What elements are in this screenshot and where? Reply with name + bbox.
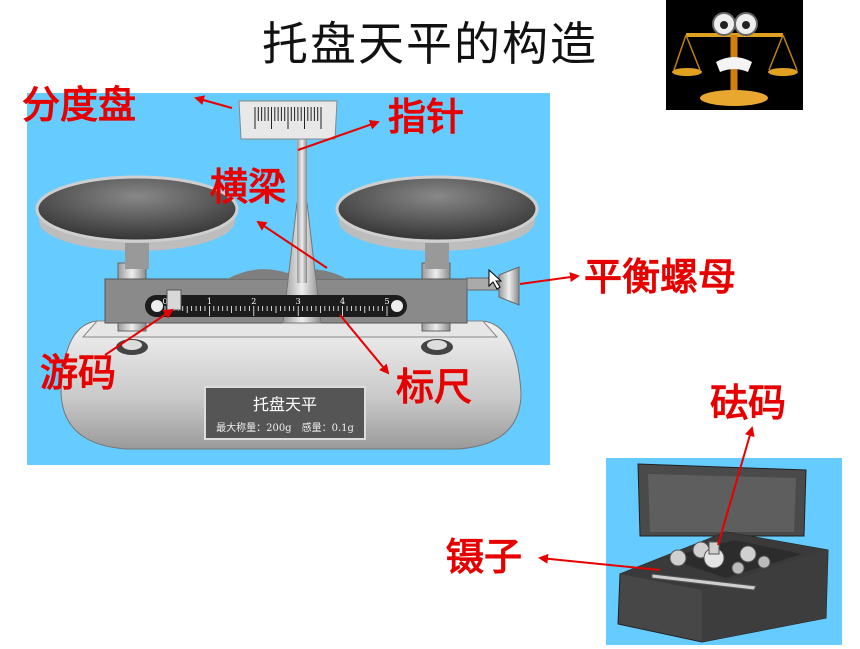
weights-box-panel	[606, 458, 842, 645]
label-rider: 游码	[40, 351, 117, 395]
rider-arrow	[104, 308, 174, 356]
scale-tick-label: 4	[340, 297, 345, 306]
label-beam: 横梁	[210, 165, 287, 209]
left-pan	[35, 175, 239, 243]
label-dial: 分度盘	[22, 83, 137, 127]
label-weights: 砝码	[710, 381, 787, 425]
nut-arrow	[519, 272, 580, 285]
balance-base	[60, 320, 522, 450]
tweezers-arrow	[538, 553, 661, 571]
balance-icon	[672, 12, 798, 106]
balance-nut	[498, 266, 520, 306]
weights-arrow	[717, 426, 755, 546]
weight-item	[739, 545, 757, 563]
weight-item	[757, 555, 771, 569]
scale-tick-label: 3	[296, 297, 301, 306]
weight-item	[669, 549, 687, 567]
pointer-arrow	[297, 119, 380, 151]
balance-thumbnail	[666, 0, 803, 110]
page-title: 托盘天平的构造	[262, 17, 598, 71]
label-nut: 平衡螺母	[584, 255, 737, 299]
rider	[166, 289, 182, 311]
scale-tick-label: 5	[384, 297, 389, 306]
dial-arrow	[194, 95, 233, 109]
cursor-icon	[488, 268, 503, 290]
label-tweezers: 镊子	[446, 535, 523, 579]
nameplate-spec: 最大称量：200g 感量：0.1g	[216, 421, 354, 434]
scale-tick-label: 1	[207, 297, 212, 306]
weight-item	[731, 561, 745, 575]
beam-arrow	[256, 220, 328, 269]
tweezers	[651, 573, 757, 591]
label-pointer: 指针	[388, 95, 465, 139]
balance-diagram: 托盘天平 最大称量：200g 感量：0.1g 0 1 2 3 4 5	[27, 93, 550, 465]
label-scale: 标尺	[396, 365, 473, 409]
nameplate	[204, 386, 366, 440]
scale-arrow	[339, 314, 390, 375]
scale-tick-label: 0	[162, 297, 167, 306]
scale-tick-label: 2	[251, 297, 256, 306]
nameplate-name: 托盘天平	[253, 395, 317, 414]
right-pan	[335, 175, 539, 243]
